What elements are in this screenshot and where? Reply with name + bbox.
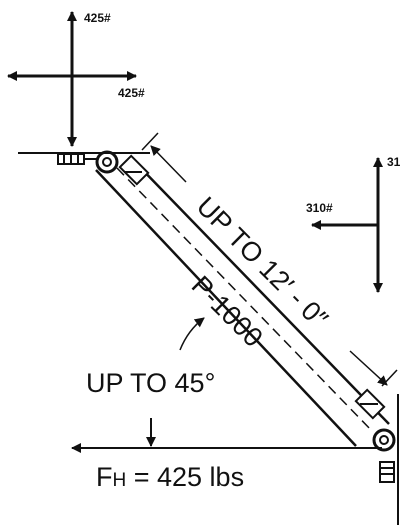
right-load-horizontal-label: 310# [306,201,333,215]
bottom-bracket [372,428,396,483]
top-load-horizontal-label: 425# [118,86,145,100]
force-label-main: F [96,462,113,492]
strut-member [95,159,390,447]
right-load-arrows [311,157,383,293]
angle-label: UP TO 45° [86,368,215,398]
force-label: FH = 425 lbs [96,462,244,492]
strut-bottom-fitting [354,388,386,420]
strut-top-fitting [118,154,150,186]
top-load-arrows [7,11,137,147]
right-load-vertical-label: 31 [387,155,401,169]
length-dimension [141,132,398,387]
top-bracket [57,150,119,174]
force-label-value: = 425 lbs [126,462,244,492]
member-leader [179,317,205,351]
top-load-vertical-label: 425# [84,11,111,25]
force-label-sub: H [113,470,127,491]
